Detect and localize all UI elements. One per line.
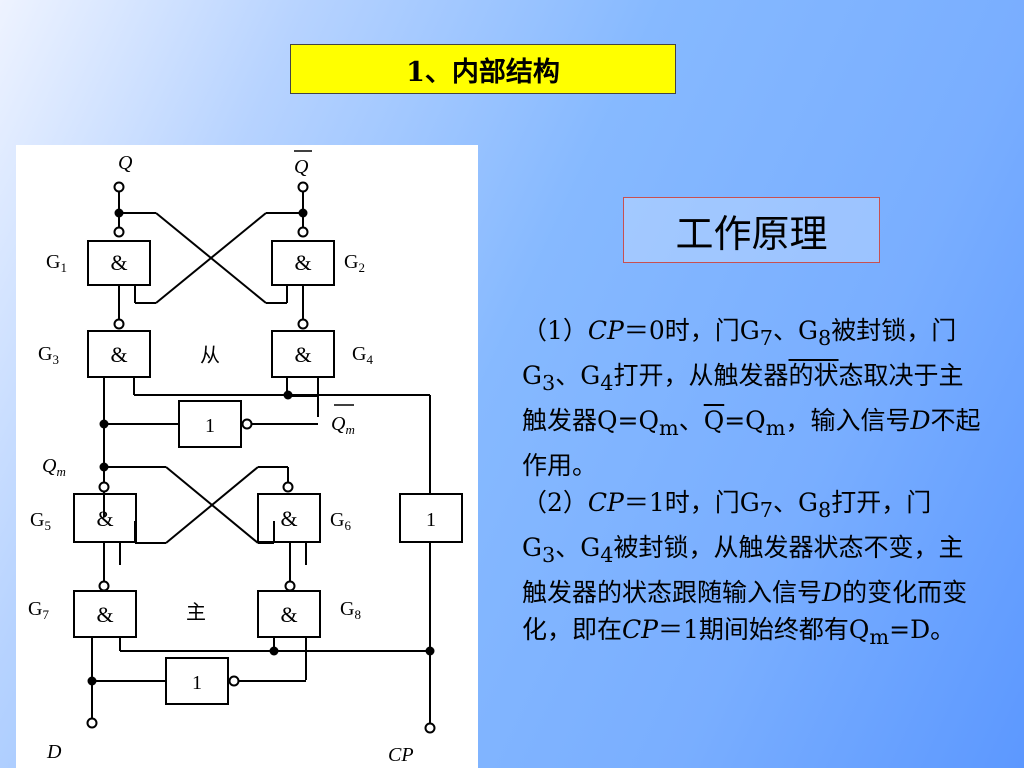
gate-g6-label: G6: [330, 509, 351, 533]
gate-g1-symbol: &: [110, 250, 127, 275]
d-input-label: D: [46, 741, 62, 763]
qm-label: Qm: [42, 455, 66, 479]
gate-g2-symbol: &: [294, 250, 311, 275]
gate-g4-label: G4: [352, 343, 373, 367]
qm-bar-label: Qm: [331, 413, 355, 437]
gate-g7-symbol: &: [96, 602, 113, 627]
gate-g3-label: G3: [38, 343, 59, 367]
gate-g1-label: G1: [46, 251, 67, 275]
master-label: 主: [186, 600, 206, 624]
slave-label: 从: [200, 343, 220, 367]
gate-g6-symbol: &: [280, 506, 297, 531]
cp-input-label: CP: [388, 744, 414, 766]
circuit-svg: & & & & & & & & 1 1 1 G1 G2 G3 G4 G5 G6 …: [28, 150, 463, 766]
gate-g2-label: G2: [344, 251, 365, 275]
inverter-cp-symbol: 1: [426, 509, 436, 531]
gate-g5-symbol: &: [96, 506, 113, 531]
circuit-diagram: & & & & & & & & 1 1 1 G1 G2 G3 G4 G5 G6 …: [16, 145, 478, 768]
gate-g8-label: G8: [340, 598, 361, 622]
gate-g4-symbol: &: [294, 342, 311, 367]
q-bar-output-label: Q: [294, 156, 309, 178]
q-output-label: Q: [118, 152, 133, 174]
gate-g8-symbol: &: [280, 602, 297, 627]
gate-g3-symbol: &: [110, 342, 127, 367]
explanation-text: （1）CP＝0时，门G7、G8被封锁，门G3、G4打开，从触发器的状态取决于主触…: [522, 312, 984, 656]
inverter-qm-symbol: 1: [205, 415, 215, 437]
slide-title: 1、内部结构: [290, 44, 676, 94]
inverter-d-symbol: 1: [192, 672, 202, 694]
explanation-para-2: （2）CP＝1时，门G7、G8打开，门G3、G4被封锁，从触发器状态不变，主触发…: [522, 488, 968, 649]
principle-title: 工作原理: [623, 197, 880, 263]
explanation-para-1: （1）CP＝0时，门G7、G8被封锁，门G3、G4打开，从触发器的状态取决于主触…: [522, 316, 981, 480]
gate-g7-label: G7: [28, 598, 49, 622]
gate-g5-label: G5: [30, 509, 51, 533]
